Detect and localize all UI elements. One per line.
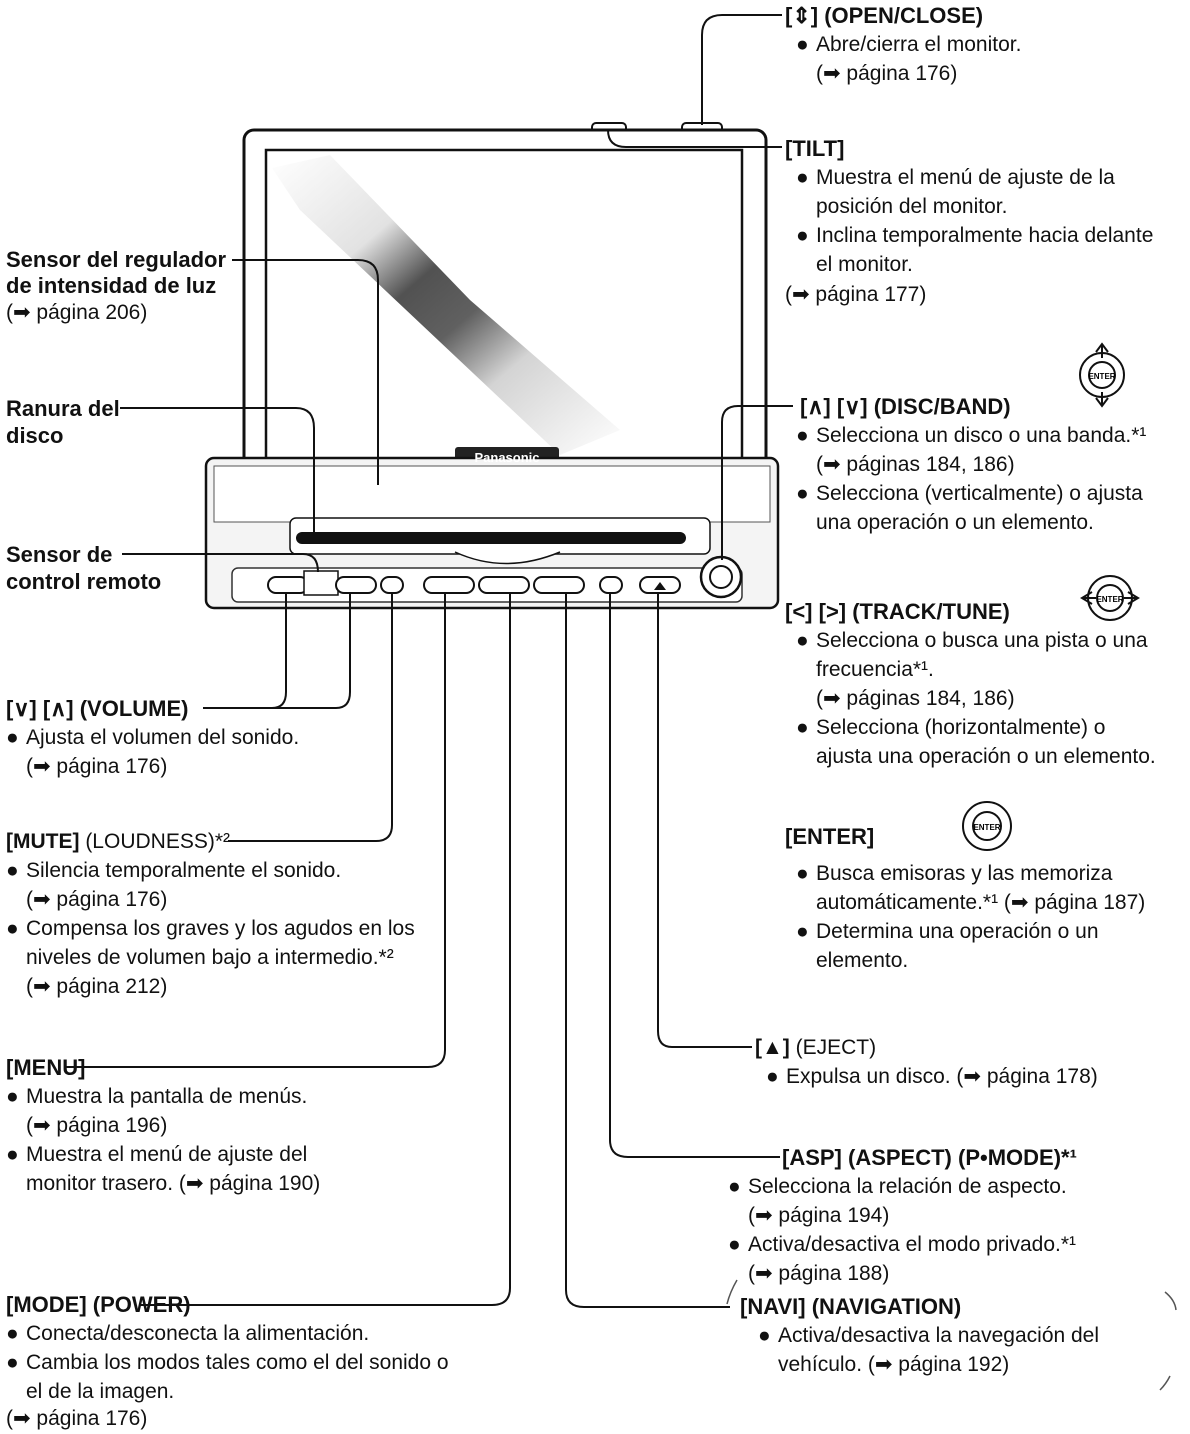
asp-button[interactable] — [600, 577, 622, 593]
mute-title: [MUTE] (LOUDNESS)*² — [6, 827, 230, 856]
menu-title: [MENU] — [6, 1053, 85, 1082]
mode-title: [MODE] (POWER) — [6, 1290, 191, 1319]
brand-logo-text: Panasonic — [455, 443, 559, 472]
disc-slot[interactable] — [296, 532, 686, 544]
track-tune-title: [<] [>] (TRACK/TUNE) — [785, 597, 1010, 626]
volume-up-button[interactable] — [336, 577, 376, 593]
mode-desc: ●Conecta/desconecta la alimentación. ●Ca… — [6, 1319, 476, 1406]
track-tune-desc: ●Selecciona o busca una pista o una frec… — [796, 626, 1186, 771]
svg-text:ENTER: ENTER — [973, 823, 1000, 832]
tilt-ref: (➡ página 177) — [785, 280, 926, 309]
menu-desc: ●Muestra la pantalla de menús. (➡ página… — [6, 1082, 426, 1198]
disc-band-title: [∧] [∨] (DISC/BAND) — [800, 392, 1011, 421]
mode-button[interactable] — [479, 577, 529, 593]
eject-desc: ●Expulsa un disco. (➡ página 178) — [766, 1062, 1176, 1091]
svg-text:ENTER: ENTER — [1096, 595, 1123, 604]
tilt-desc: ●Muestra el menú de ajuste de la posició… — [796, 163, 1186, 279]
volume-title: [∨] [∧] (VOLUME) — [6, 694, 189, 723]
remote-sensor-label-2: control remoto — [6, 567, 161, 596]
dimmer-sensor-ref: (➡ página 206) — [6, 298, 147, 327]
mute-button[interactable] — [381, 577, 403, 593]
enter-pad-icon: ENTER — [963, 802, 1011, 850]
tilt-title: [TILT] — [785, 134, 844, 163]
remote-sensor — [304, 571, 338, 595]
asp-title: [ASP] (ASPECT) (P•MODE)*¹ — [782, 1143, 1077, 1172]
mode-ref: (➡ página 176) — [6, 1404, 147, 1433]
remote-sensor-label-1: Sensor de — [6, 540, 112, 569]
navi-title: [NAVI] (NAVIGATION) — [740, 1292, 961, 1321]
dimmer-sensor-label-1: Sensor del regulador — [6, 245, 226, 274]
disc-band-pad-icon: ENTER — [1080, 344, 1124, 406]
mute-desc: ●Silencia temporalmente el sonido. (➡ pá… — [6, 856, 446, 1001]
volume-desc: ●Ajusta el volumen del sonido. (➡ página… — [6, 723, 406, 781]
disc-slot-label-1: Ranura del — [6, 394, 120, 423]
dimmer-sensor-label-2: de intensidad de luz — [6, 271, 216, 300]
navi-desc: ●Activa/desactiva la navegación del vehí… — [758, 1321, 1158, 1379]
eject-title: [▲] (EJECT) — [755, 1033, 876, 1062]
menu-button[interactable] — [424, 577, 474, 593]
navi-button[interactable] — [534, 577, 584, 593]
enter-button[interactable] — [710, 566, 732, 588]
disc-slot-label-2: disco — [6, 421, 63, 450]
enter-title: [ENTER] — [785, 822, 874, 851]
asp-desc: ●Selecciona la relación de aspecto. (➡ p… — [728, 1172, 1168, 1288]
track-tune-pad-icon: ENTER — [1082, 576, 1138, 620]
open-close-desc: ●Abre/cierra el monitor. (➡ página 176) — [796, 30, 1176, 88]
disc-band-desc: ●Selecciona un disco o una banda.*¹ (➡ p… — [796, 421, 1186, 537]
enter-desc: ●Busca emisoras y las memoriza automátic… — [796, 859, 1186, 975]
svg-text:ENTER: ENTER — [1088, 372, 1115, 381]
open-close-title: [⇕] (OPEN/CLOSE) — [785, 1, 983, 30]
volume-down-button[interactable] — [268, 577, 308, 593]
